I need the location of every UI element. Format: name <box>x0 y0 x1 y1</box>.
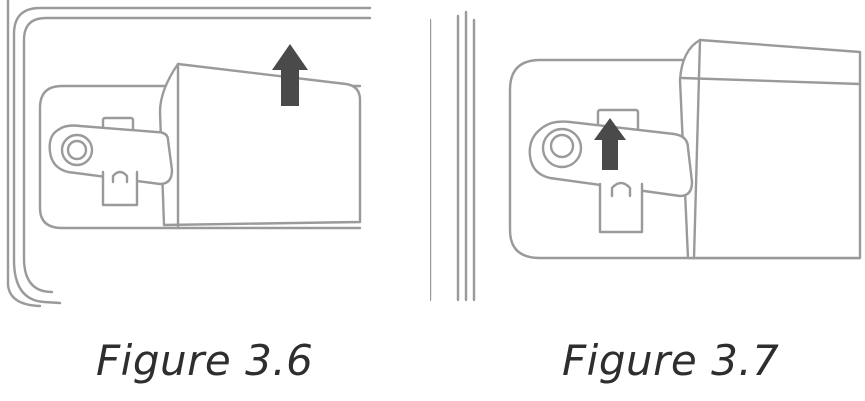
figure-3-6-illustration <box>6 0 372 308</box>
latch-pivot-inner <box>549 133 575 159</box>
latch-pivot-inner <box>66 139 88 161</box>
figure-3-7: Figure 3.7 <box>430 0 865 401</box>
compartment-recess <box>38 84 362 230</box>
battery-cover <box>158 62 362 227</box>
figure-3-7-illustration <box>430 10 862 302</box>
compartment-recess <box>508 58 862 260</box>
latch-bottom-clip <box>101 170 139 207</box>
latch-bottom-tab <box>610 181 632 198</box>
figure-caption: Figure 3.7 <box>562 336 780 385</box>
battery-cover <box>678 38 862 260</box>
up-arrow-icon <box>594 118 626 170</box>
figure-caption: Figure 3.6 <box>96 336 314 385</box>
outer-housing-inner-outline <box>22 16 372 294</box>
latch-bottom-clip <box>598 182 644 234</box>
outer-housing-outline <box>12 6 372 305</box>
up-arrow-icon <box>272 44 308 106</box>
housing-left-edge <box>6 0 42 308</box>
battery-cover-edge <box>692 38 702 260</box>
figure-3-6: Figure 3.6 <box>0 0 430 401</box>
battery-cover-top-edge <box>680 76 862 86</box>
latch-bottom-tab <box>111 170 129 184</box>
